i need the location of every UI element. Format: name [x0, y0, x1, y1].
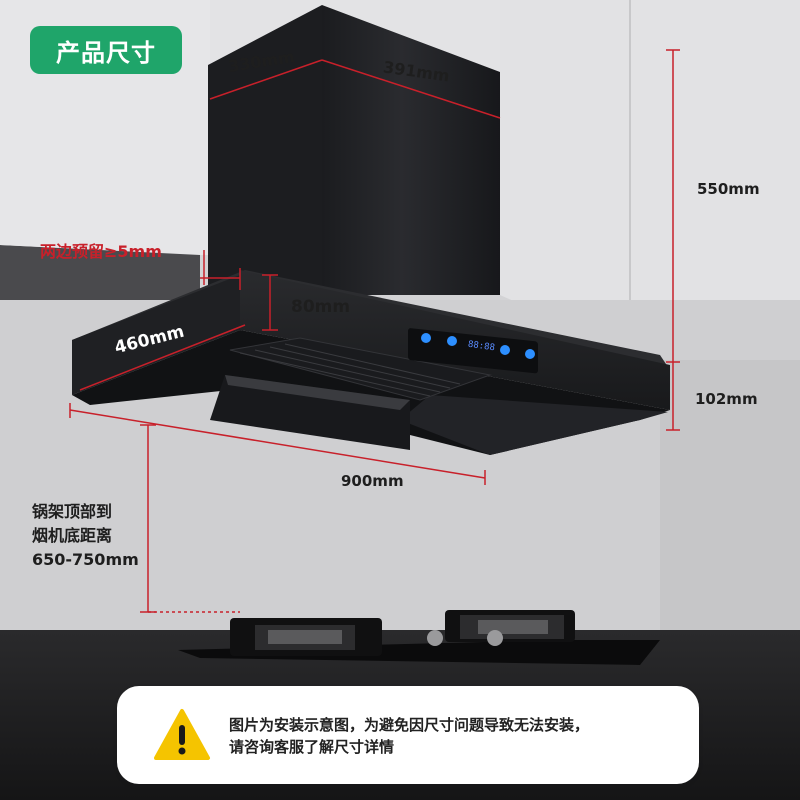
filter-grille — [229, 337, 492, 401]
hood-glass-lower — [400, 395, 668, 455]
burner-right — [445, 610, 575, 642]
stove-glass — [178, 640, 660, 665]
control-display: 88:88 — [467, 340, 495, 354]
dim-line-460 — [79, 324, 246, 391]
knob-right — [487, 630, 503, 646]
dim-line-330 — [209, 59, 323, 100]
label-chimney-height: 550mm — [697, 180, 760, 198]
hood-side-left — [72, 275, 240, 395]
burner-left — [230, 618, 382, 656]
label-side-gap: 两边预留≥5mm — [40, 242, 162, 261]
install-distance-line3: 650-750mm — [32, 550, 139, 569]
lower-wall-shade — [660, 360, 800, 640]
filter-lines — [239, 343, 461, 397]
button-light — [447, 336, 457, 346]
warning-icon — [154, 709, 210, 760]
knob-left — [427, 630, 443, 646]
notice-line2: 请咨询客服了解尺寸详情 — [229, 738, 395, 756]
label-hood-width: 900mm — [341, 472, 404, 490]
install-distance-line1: 锅架顶部到 — [32, 502, 113, 521]
install-distance-label: 锅架顶部到 烟机底距离 650-750mm — [32, 500, 139, 572]
label-hood-edge-height: 102mm — [695, 390, 758, 408]
chimney-side — [322, 5, 500, 295]
chimney-front — [208, 5, 322, 295]
wall-cabinet-right — [500, 0, 800, 370]
notice-card: 图片为安装示意图，为避免因尺寸问题导致无法安装， 请咨询客服了解尺寸详情 — [117, 686, 699, 784]
install-distance-line2: 烟机底距离 — [32, 526, 113, 545]
dim-line-391 — [321, 59, 501, 119]
button-power — [421, 333, 431, 343]
button-high — [525, 349, 535, 359]
notice-text: 图片为安装示意图，为避免因尺寸问题导致无法安装， 请咨询客服了解尺寸详情 — [229, 714, 589, 758]
section-badge: 产品尺寸 — [30, 26, 182, 74]
button-low — [500, 345, 510, 355]
wall-shelf — [0, 245, 200, 300]
fin-baffle-highlight — [225, 375, 410, 410]
dim-line-900 — [69, 409, 486, 479]
label-panel-height: 80mm — [291, 297, 351, 317]
control-panel: 88:88 — [408, 328, 538, 374]
notice-line1: 图片为安装示意图，为避免因尺寸问题导致无法安装， — [229, 716, 590, 734]
